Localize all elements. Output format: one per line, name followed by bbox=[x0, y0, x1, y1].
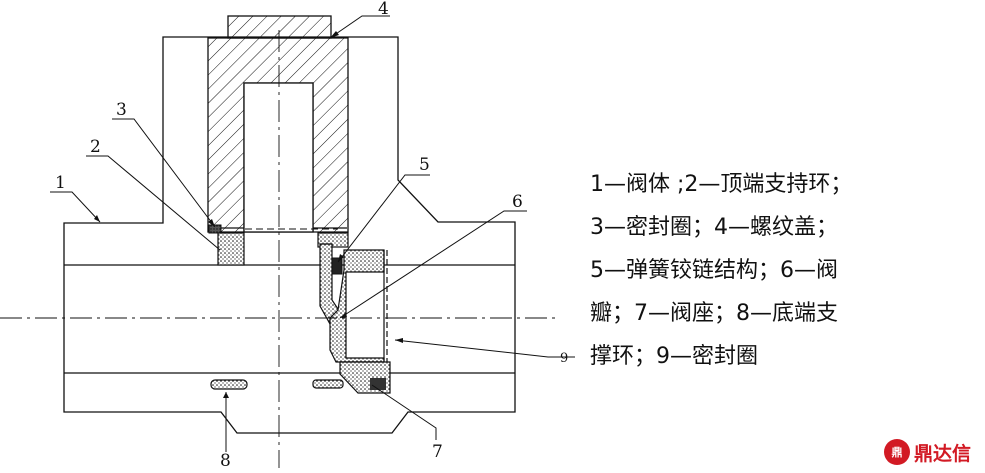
callout-6: 6 bbox=[512, 192, 523, 212]
bottom-support-ring bbox=[210, 379, 248, 390]
hinge-pin bbox=[331, 257, 343, 275]
bottom-support-ring-right bbox=[312, 379, 344, 389]
callout-7: 7 bbox=[432, 442, 443, 462]
legend-line: 1—阀体 ;2—顶端支持环； bbox=[590, 172, 853, 197]
seal-ring-top bbox=[208, 224, 222, 234]
parts-legend: 1—阀体 ;2—顶端支持环； 3—密封圈；4—螺纹盖； 5—弹簧铰链结构；6—阀… bbox=[590, 163, 920, 378]
leader-lines bbox=[50, 15, 575, 452]
legend-line: 撑环；9—密封圈 bbox=[590, 344, 758, 369]
callout-2: 2 bbox=[90, 137, 101, 157]
watermark: 鼎 鼎达信 bbox=[884, 437, 971, 467]
centerlines bbox=[0, 30, 560, 468]
legend-line: 瓣；7—阀座；8—底端支 bbox=[590, 301, 838, 326]
threaded-cap bbox=[207, 15, 349, 233]
leader-arrowheads bbox=[94, 31, 403, 398]
legend-line: 3—密封圈；4—螺纹盖； bbox=[590, 215, 838, 240]
callout-4: 4 bbox=[378, 0, 389, 19]
seat-dark-insert bbox=[370, 378, 386, 390]
callout-8: 8 bbox=[220, 451, 231, 471]
watermark-text: 鼎达信 bbox=[914, 442, 972, 465]
callout-3: 3 bbox=[116, 100, 127, 120]
watermark-logo-icon: 鼎 bbox=[884, 439, 910, 465]
top-support-ring bbox=[217, 232, 245, 266]
callout-9: 9 bbox=[560, 351, 568, 366]
callout-1: 1 bbox=[55, 173, 66, 193]
callout-5: 5 bbox=[419, 155, 430, 175]
legend-line: 5—弹簧铰链结构；6—阀 bbox=[590, 258, 838, 283]
